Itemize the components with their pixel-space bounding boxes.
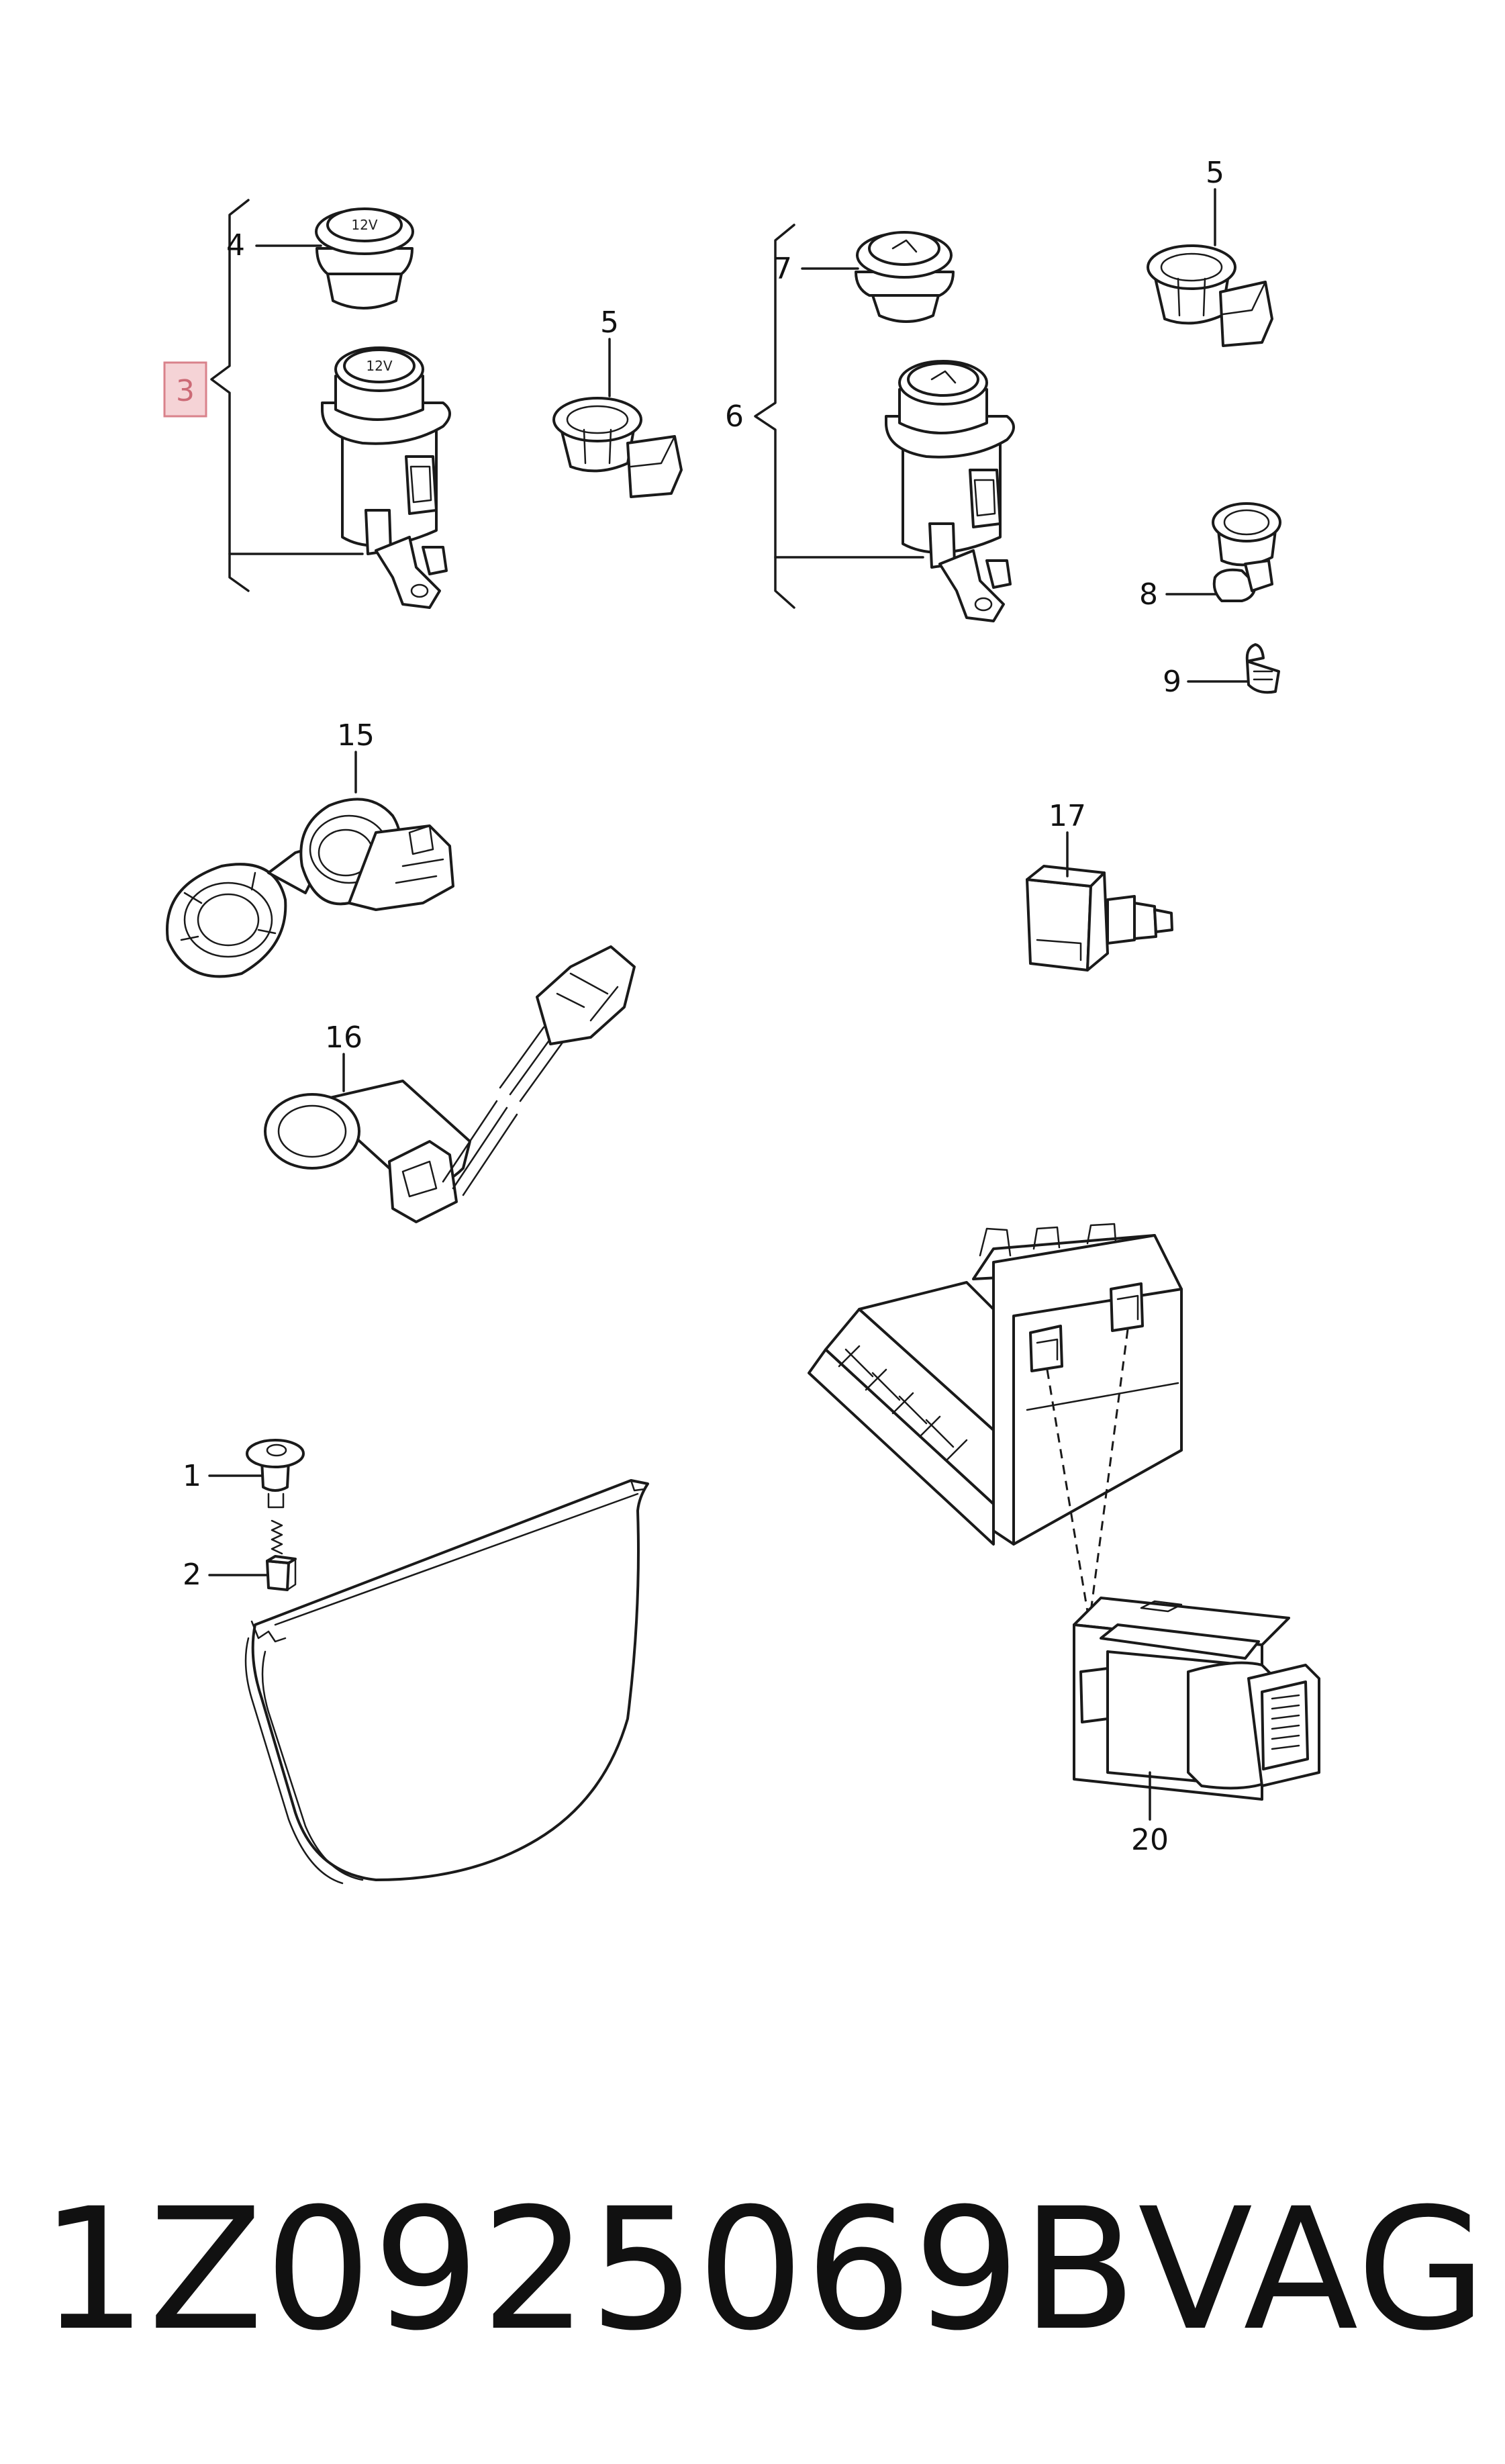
switch-module-part-20 <box>1073 1597 1320 1801</box>
svg-text:12V: 12V <box>351 217 377 233</box>
storage-pocket-trim <box>244 1479 649 1885</box>
socket-housing-part-8 <box>1212 502 1281 602</box>
svg-text:3: 3 <box>176 374 195 408</box>
sleeve-part-5-right <box>1147 244 1273 347</box>
switch-part-17 <box>1026 865 1173 972</box>
socket-cover-part-15 <box>166 798 454 978</box>
part-number: 1Z0925069B <box>40 2171 1138 2367</box>
bracket-group-3 <box>210 199 364 592</box>
spring <box>271 1519 283 1555</box>
caption: 1Z0925069B VAG <box>40 2148 1487 2390</box>
callout-16[interactable]: 16 <box>325 1021 362 1055</box>
callout-17[interactable]: 17 <box>1049 799 1086 833</box>
lighter-insert-part-7 <box>855 231 955 323</box>
socket-part-3: 12V <box>321 346 451 609</box>
fastener-part-1 <box>246 1439 305 1509</box>
callout-6[interactable]: 6 <box>725 399 744 434</box>
bracket-group-6 <box>754 224 924 609</box>
callout-2[interactable]: 2 <box>183 1558 201 1592</box>
callout-9[interactable]: 9 <box>1163 665 1181 699</box>
socket-part-6 <box>885 360 1015 622</box>
callout-5-left[interactable]: 5 <box>600 305 619 340</box>
callout-8[interactable]: 8 <box>1139 577 1158 612</box>
switch-housing-panel <box>808 1223 1183 1546</box>
brand-name: VAG <box>1138 2171 1488 2367</box>
callout-5-right[interactable]: 5 <box>1206 156 1224 190</box>
socket-harness-part-16 <box>264 945 636 1223</box>
callout-1[interactable]: 1 <box>183 1459 201 1493</box>
svg-text:12V: 12V <box>366 358 392 374</box>
callout-7[interactable]: 7 <box>773 252 792 286</box>
callout-3[interactable]: 3 <box>163 361 207 418</box>
callout-15[interactable]: 15 <box>337 718 375 753</box>
callout-20[interactable]: 20 <box>1131 1823 1169 1857</box>
lighter-insert-part-4: 12V <box>315 207 414 310</box>
sleeve-part-5-left <box>552 397 683 498</box>
nut-part-2 <box>266 1555 297 1591</box>
callout-4[interactable]: 4 <box>226 228 245 263</box>
bulb-part-9 <box>1245 643 1280 694</box>
